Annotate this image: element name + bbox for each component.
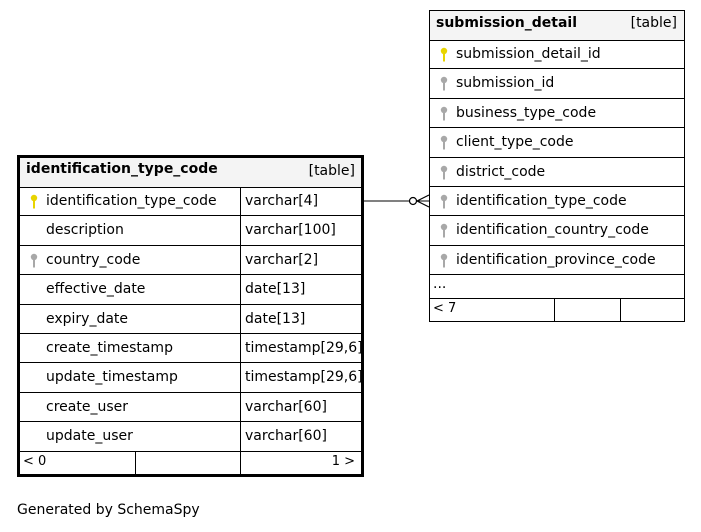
- column-divider: [240, 422, 241, 451]
- children-count: 1 >: [331, 454, 355, 469]
- column-name: submission_id: [456, 75, 555, 92]
- more-columns-row: ...: [430, 274, 684, 299]
- column-divider: [240, 334, 241, 363]
- column-row[interactable]: identification_province_code: [430, 246, 684, 276]
- more-columns-indicator: ...: [433, 276, 447, 292]
- column-divider: [240, 216, 241, 245]
- column-divider: [240, 275, 241, 304]
- column-name: business_type_code: [456, 104, 597, 121]
- table-kind-label: [table]: [630, 15, 677, 31]
- zero-cardinality-mark: [408, 196, 418, 206]
- foreign-key-icon: [440, 194, 448, 210]
- column-type: timestamp[29,6]: [245, 369, 363, 386]
- column-divider: [240, 363, 241, 392]
- column-row[interactable]: description varchar[100]: [20, 216, 361, 246]
- column-name: identification_country_code: [456, 222, 649, 239]
- column-name: submission_detail_id: [456, 46, 601, 62]
- table-header: submission_detail [table]: [430, 11, 684, 41]
- column-name: country_code: [46, 251, 141, 268]
- column-name: district_code: [456, 163, 546, 180]
- column-row[interactable]: identification_country_code: [430, 216, 684, 246]
- column-type: varchar[2]: [245, 251, 319, 268]
- column-name: identification_type_code: [456, 193, 627, 209]
- crows-foot-prong: [416, 194, 430, 202]
- column-name: update_user: [46, 428, 133, 445]
- column-divider: [240, 187, 241, 216]
- foreign-key-icon: [440, 135, 448, 151]
- identification-type-code-table[interactable]: identification_type_code [table] identif…: [17, 155, 364, 477]
- column-row[interactable]: create_timestamp timestamp[29,6]: [20, 334, 363, 364]
- footer-divider: [135, 452, 136, 474]
- foreign-key-icon: [440, 106, 448, 122]
- column-row[interactable]: identification_type_code varchar[4]: [20, 187, 361, 217]
- column-row[interactable]: update_timestamp timestamp[29,6]: [20, 363, 363, 393]
- table-name: submission_detail: [436, 15, 578, 31]
- column-row[interactable]: business_type_code: [430, 99, 684, 129]
- column-row[interactable]: create_user varchar[60]: [20, 392, 361, 423]
- column-name: expiry_date: [46, 310, 129, 327]
- column-type: date[13]: [245, 310, 306, 327]
- column-row[interactable]: country_code varchar[2]: [20, 245, 361, 276]
- primary-key-icon: [440, 47, 448, 63]
- column-row[interactable]: update_user varchar[60]: [20, 422, 361, 452]
- column-name: identification_province_code: [456, 251, 656, 268]
- foreign-key-icon: [440, 76, 448, 92]
- column-type: timestamp[29,6]: [245, 340, 363, 356]
- column-name: create_timestamp: [46, 340, 173, 356]
- table-name: identification_type_code: [26, 161, 218, 177]
- column-divider: [240, 304, 241, 333]
- column-type: date[13]: [245, 281, 306, 298]
- foreign-key-icon: [440, 165, 448, 181]
- table-header: identification_type_code [table]: [20, 158, 361, 188]
- column-row[interactable]: effective_date date[13]: [20, 275, 361, 305]
- crows-foot-prong: [416, 200, 430, 208]
- column-type: varchar[60]: [245, 398, 327, 415]
- generated-by-caption: Generated by SchemaSpy: [17, 502, 200, 518]
- footer-divider: [240, 452, 241, 474]
- column-row[interactable]: submission_id: [430, 69, 684, 99]
- parents-count: < 0: [23, 454, 47, 469]
- column-divider: [240, 245, 241, 275]
- table-kind-label: [table]: [308, 163, 355, 179]
- column-name: identification_type_code: [46, 193, 217, 209]
- foreign-key-icon: [30, 253, 38, 269]
- column-name: client_type_code: [456, 134, 574, 151]
- column-row[interactable]: expiry_date date[13]: [20, 304, 361, 334]
- column-name: effective_date: [46, 281, 146, 298]
- table-footer: < 0 1 >: [20, 452, 361, 474]
- column-name: description: [46, 222, 124, 239]
- column-row[interactable]: identification_type_code: [430, 187, 684, 217]
- primary-key-icon: [30, 194, 38, 210]
- column-type: varchar[60]: [245, 428, 327, 445]
- parents-count: < 7: [433, 301, 457, 316]
- column-type: varchar[100]: [245, 222, 336, 239]
- foreign-key-icon: [440, 223, 448, 239]
- footer-divider: [620, 299, 621, 321]
- footer-divider: [554, 299, 555, 321]
- column-row[interactable]: client_type_code: [430, 128, 684, 158]
- column-name: create_user: [46, 398, 128, 415]
- foreign-key-icon: [440, 253, 448, 269]
- column-row[interactable]: district_code: [430, 158, 684, 187]
- column-name: update_timestamp: [46, 369, 178, 386]
- submission-detail-table[interactable]: submission_detail [table] submission_det…: [429, 10, 685, 322]
- column-divider: [240, 392, 241, 422]
- table-footer: < 7: [430, 299, 684, 321]
- column-row[interactable]: submission_detail_id: [430, 40, 684, 70]
- column-type: varchar[4]: [245, 193, 319, 209]
